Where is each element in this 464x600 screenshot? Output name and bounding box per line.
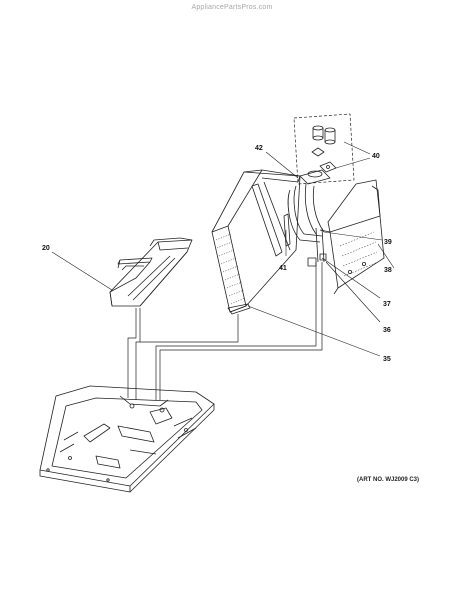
leader-lines	[51, 141, 395, 357]
callout-37: 37	[383, 301, 391, 308]
callout-36: 36	[383, 327, 391, 334]
callout-20: 20	[42, 245, 50, 252]
connection-lines	[127, 262, 323, 400]
art-number: (ART NO. WJ2009 C3)	[357, 477, 420, 483]
callout-42: 42	[255, 145, 263, 152]
callout-labels: 20 35 36 37 38 39 40 41 42	[42, 145, 392, 363]
part-20-drain-tray	[109, 237, 193, 307]
callout-35: 35	[383, 356, 391, 363]
watermark: AppliancePartsPros.com	[191, 4, 273, 11]
callout-39: 39	[384, 239, 392, 246]
part-38-side-panel	[319, 179, 385, 295]
base-pan	[39, 385, 215, 493]
callout-40: 40	[372, 153, 380, 160]
part-35-coil	[211, 169, 301, 315]
callout-41: 41	[279, 265, 287, 272]
part-40-component-kit	[293, 113, 355, 185]
part-39-42-tube-assembly	[283, 169, 331, 267]
callout-38: 38	[384, 267, 392, 274]
